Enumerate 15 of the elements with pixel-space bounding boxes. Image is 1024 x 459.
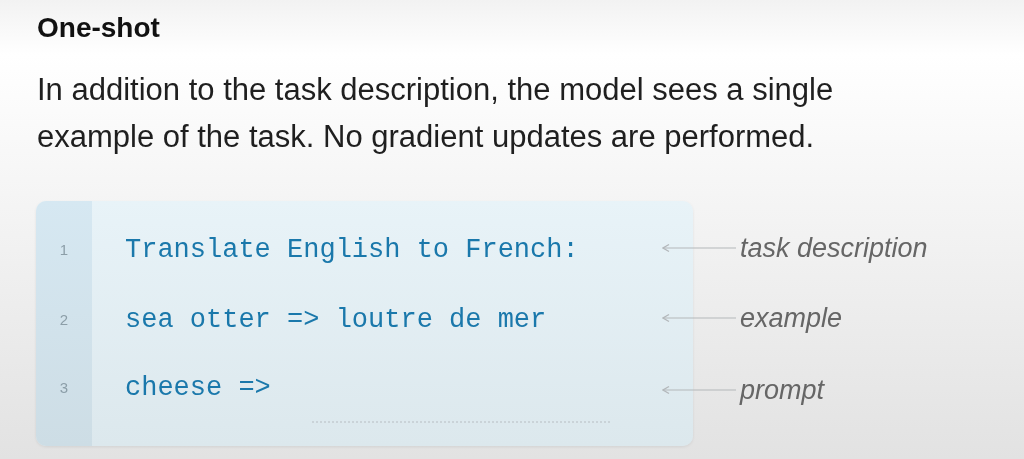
code-panel [36,201,693,446]
annotation-text: task description [740,231,928,265]
code-line: Translate English to French: [125,234,579,266]
heading: One-shot [37,11,160,45]
line-number: 1 [59,241,69,259]
line-number: 2 [59,311,69,329]
arrow [662,313,737,323]
code-line: sea otter => loutre de mer [125,304,547,336]
arrow [662,385,737,395]
code-line: cheese => [125,372,271,404]
arrow [662,243,737,253]
line-number: 3 [59,379,69,397]
annotation-text: prompt [740,373,825,407]
annotation-text: example [740,301,843,335]
description-paragraph: In addition to the task description, the model sees a single example of the task. No gradient updates are performed. [37,71,835,156]
